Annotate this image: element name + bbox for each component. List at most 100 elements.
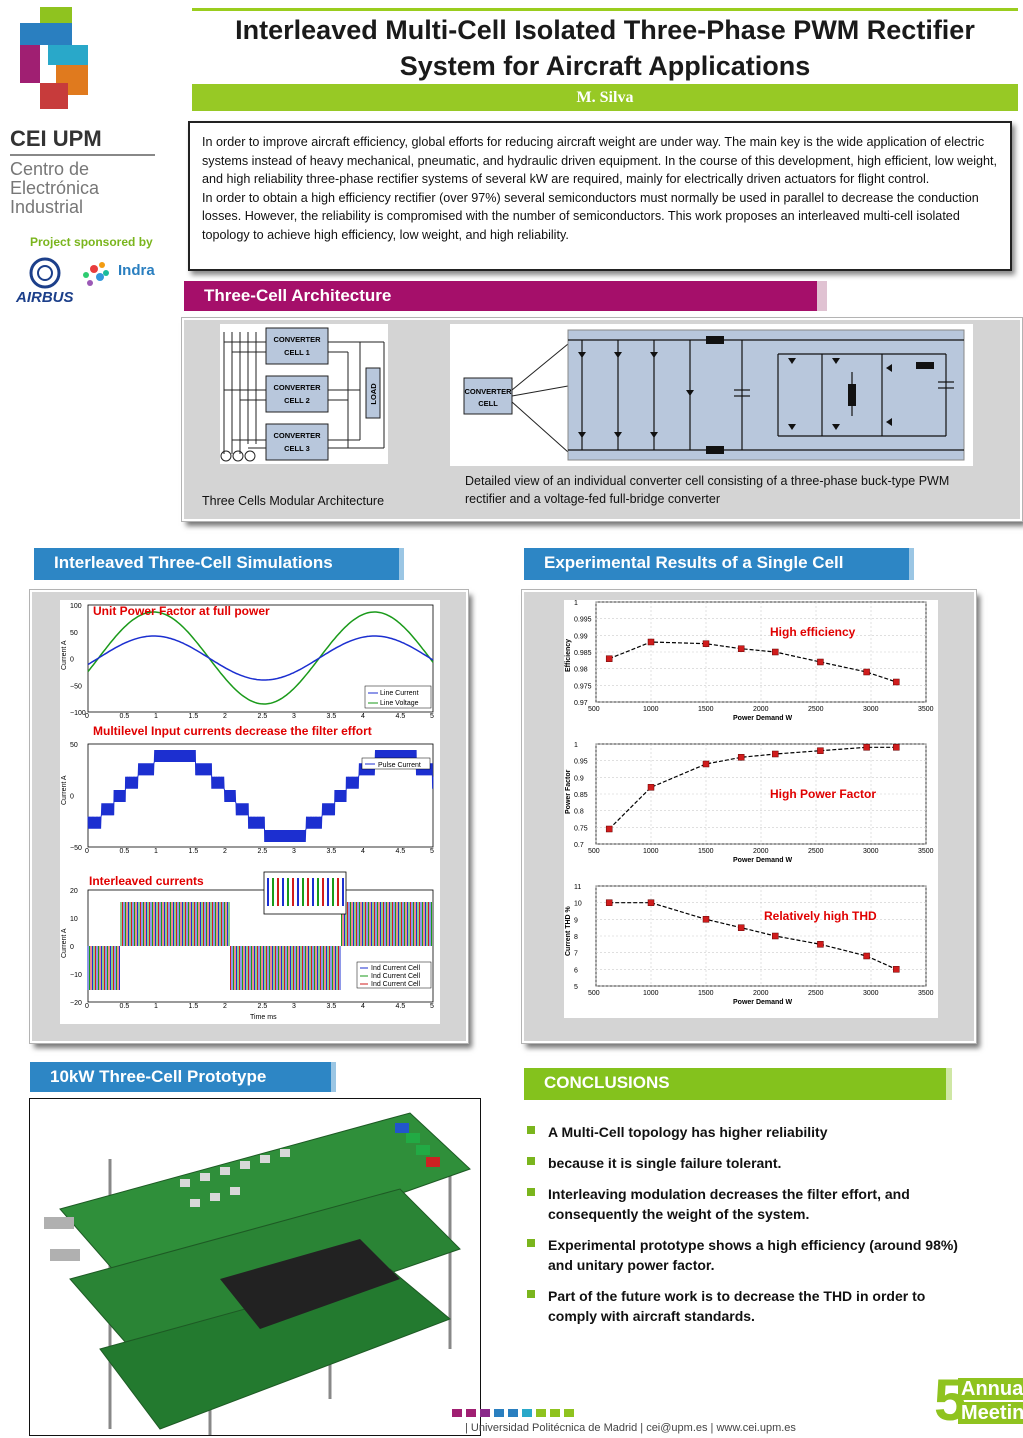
svg-text:2: 2 [223,713,227,720]
svg-text:4: 4 [361,713,365,720]
bullet-square-icon [527,1239,535,1247]
modular-architecture-diagram: CONVERTER CELL 1 CONVERTER CELL 2 CONVER… [220,324,388,464]
cell2-label-line1: CONVERTER [273,383,321,392]
conclusions-heading: CONCLUSIONS [524,1068,952,1100]
svg-text:2.5: 2.5 [258,848,268,855]
plot3-xlabel: Time ms [250,1014,277,1021]
x-tick-label: 500 [588,848,600,855]
line-voltage-trace [87,611,434,705]
x-tick-label: 1500 [698,848,714,855]
svg-text:1: 1 [154,1003,158,1010]
y-tick-label: 0.97 [574,700,588,707]
color-squares-icon [452,1409,574,1417]
pulse-current-trace [87,749,434,843]
data-point [647,638,655,646]
meeting-meeting: Meeting [958,1402,1023,1424]
abstract-paragraph-2: In order to obtain a high efficiency rec… [202,190,979,242]
x-tick-label: 1000 [643,990,659,997]
svg-text:20: 20 [70,888,78,895]
simulations-heading: Interleaved Three-Cell Simulations [34,548,404,580]
logo-line2: Electrónica [10,178,100,198]
svg-text:0.5: 0.5 [120,848,130,855]
svg-text:−50: −50 [70,845,82,852]
single-cell-label-line2: CELL [478,399,498,408]
data-point [863,744,870,751]
cei-logo-icon [20,7,88,109]
svg-text:1: 1 [154,713,158,720]
cell1-label-line1: CONVERTER [273,335,321,344]
svg-text:0: 0 [70,794,74,801]
conclusion-item: Part of the future work is to decrease t… [524,1286,964,1326]
simulations-panel: Unit Power Factor at full power Line Cur… [29,589,469,1044]
svg-text:0: 0 [85,1003,89,1010]
x-axis-label: Power Demand W [733,715,793,722]
prototype-board-illustration [44,1112,471,1435]
legend-cell-2: Ind Current Cell [371,973,420,980]
load-label: LOAD [369,383,378,405]
svg-text:3.5: 3.5 [327,848,337,855]
svg-text:100: 100 [70,603,82,610]
x-tick-label: 3000 [863,990,879,997]
x-tick-label: 2000 [753,990,769,997]
svg-text:1: 1 [154,848,158,855]
footer-text: | Universidad Politécnica de Madrid | ce… [465,1422,796,1434]
y-tick-label: 0.85 [574,792,588,799]
cell1-label-line2: CELL 1 [284,348,310,357]
x-tick-label: 3500 [918,848,934,855]
y-tick-label: 0.98 [574,667,588,674]
y-tick-label: 0.975 [574,683,592,690]
svg-text:0.5: 0.5 [120,1003,130,1010]
svg-text:2.5: 2.5 [258,713,268,720]
svg-text:0.5: 0.5 [120,713,130,720]
meeting-annual: Annual [958,1378,1023,1400]
label-unit-power-factor: Unit Power Factor at full power [93,604,270,618]
data-point [863,668,870,676]
bullet-square-icon [527,1290,535,1298]
conclusion-item: Experimental prototype shows a high effi… [524,1235,964,1275]
y-tick-label: 0.9 [574,775,584,782]
data-point [737,924,745,931]
svg-text:0: 0 [70,657,74,664]
plot-multilevel-currents: Multilevel Input currents decrease the f… [61,724,434,855]
bullet-square-icon [527,1126,535,1134]
data-point [893,966,900,973]
data-point [702,760,710,768]
data-point [893,678,900,686]
series-line [608,641,897,683]
single-cell-label-line1: CONVERTER [464,387,512,396]
svg-text:3: 3 [292,848,296,855]
plot1-ylabel: Current A [61,640,68,670]
data-point [893,744,900,751]
y-tick-label: 0.8 [574,809,584,816]
conclusion-item: because it is single failure tolerant. [524,1153,964,1173]
logo-name: CEI UPM [10,126,102,151]
conclusions-list-container: A Multi-Cell topology has higher reliabi… [524,1122,964,1337]
indra-logo-text: Indra [118,262,155,279]
label-interleaved: Interleaved currents [89,874,204,888]
data-point [737,645,745,652]
y-axis-label: Current THD % [565,905,572,956]
simulation-figure: Unit Power Factor at full power Line Cur… [60,600,440,1024]
svg-text:1.5: 1.5 [189,713,199,720]
conclusion-item: A Multi-Cell topology has higher reliabi… [524,1122,964,1142]
bullet-square-icon [527,1157,535,1165]
label-multilevel: Multilevel Input currents decrease the f… [93,724,372,738]
svg-text:0: 0 [85,848,89,855]
plot2-ylabel: Current A [61,775,68,805]
prototype-heading: 10kW Three-Cell Prototype [30,1062,336,1092]
modular-architecture-svg: CONVERTER CELL 1 CONVERTER CELL 2 CONVER… [220,327,385,462]
y-tick-label: 0.99 [574,633,588,640]
logo-line1: Centro de [10,159,90,179]
interleaved-current-traces [87,902,432,990]
airbus-logo-text: AIRBUS [16,289,74,306]
svg-text:−10: −10 [70,972,82,979]
cei-upm-logo-block: CEI UPM Centro de Electrónica Industrial… [10,5,175,315]
conclusions-list: A Multi-Cell topology has higher reliabi… [524,1122,964,1326]
plot-unit-power-factor: Unit Power Factor at full power Line Cur… [61,603,434,720]
legend-line-voltage: Line Voltage [380,700,419,707]
abstract-box: In order to improve aircraft efficiency,… [188,121,1012,271]
y-tick-label: 11 [574,884,581,891]
svg-text:3: 3 [292,1003,296,1010]
